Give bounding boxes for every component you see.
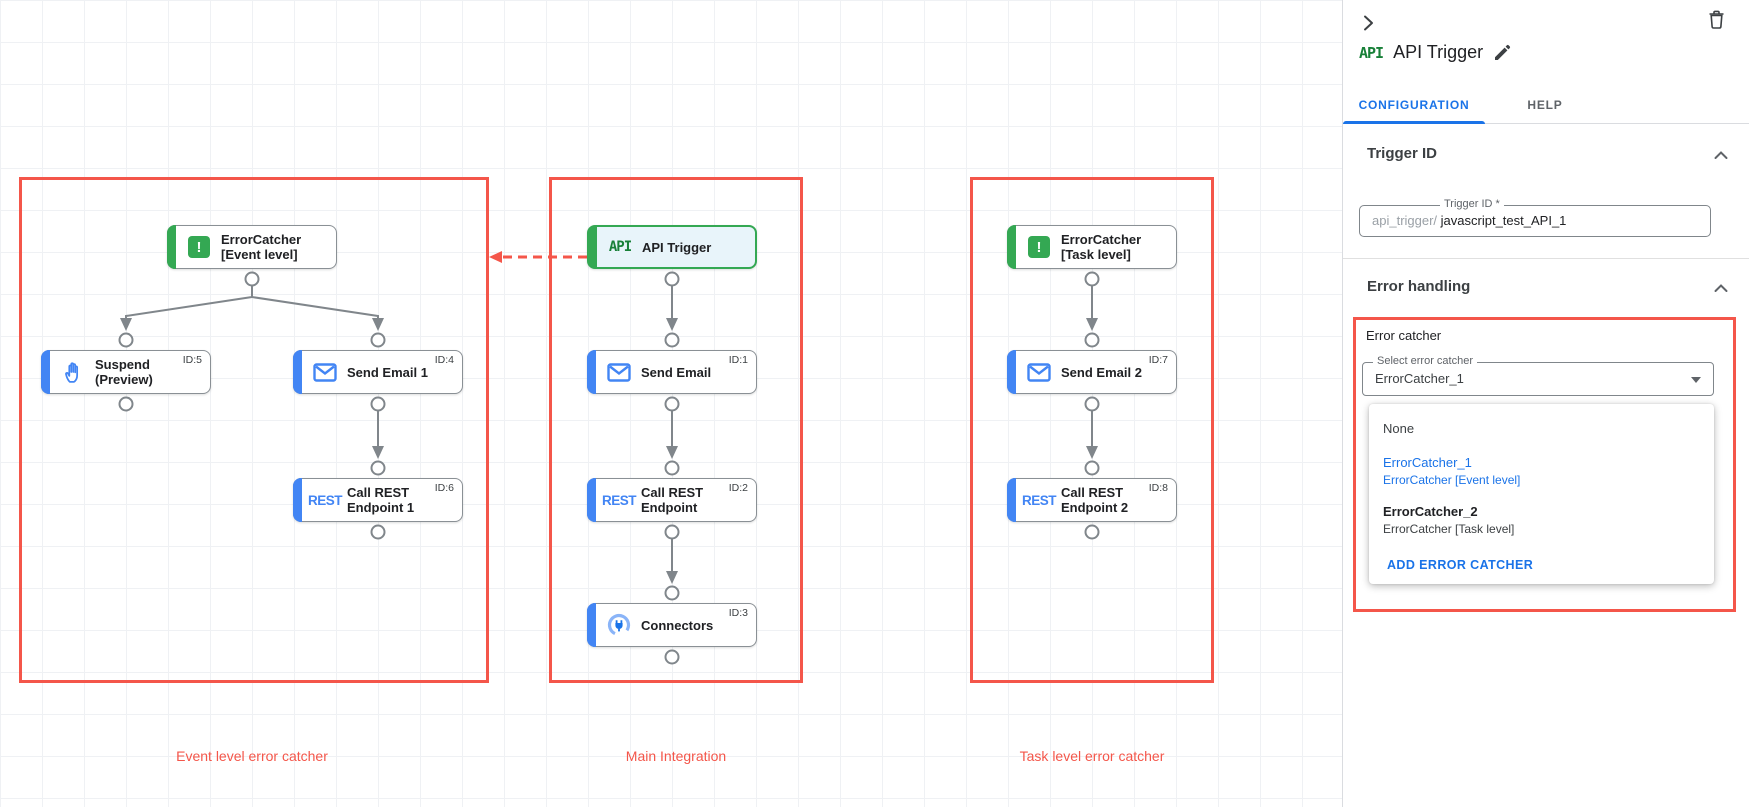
error-catcher-select-label: Select error catcher (1373, 355, 1477, 367)
node-id-badge: ID:8 (1148, 482, 1168, 494)
menu-option-errorcatcher-1[interactable]: ErrorCatcher_1 ErrorCatcher [Event level… (1383, 455, 1521, 487)
node-accent (587, 478, 596, 522)
trash-icon (1709, 10, 1724, 29)
node-id-badge: ID:2 (728, 482, 748, 494)
api-badge: API (1359, 43, 1384, 62)
delete-trigger-button[interactable] (1706, 8, 1727, 34)
email-icon (1017, 362, 1061, 382)
node-accent (167, 225, 176, 269)
node-accent (293, 478, 302, 522)
node-accent (587, 350, 596, 394)
config-panel: API API Trigger CONFIGURATION HELP Trigg… (1342, 0, 1749, 807)
section-heading-trigger-id: Trigger ID (1367, 145, 1438, 162)
menu-option-errorcatcher-2[interactable]: ErrorCatcher_2 ErrorCatcher [Task level] (1383, 504, 1515, 536)
edit-pencil-icon[interactable] (1493, 44, 1511, 62)
node-accent (293, 350, 302, 394)
error-catcher-dropdown-menu: None ErrorCatcher_1 ErrorCatcher [Event … (1369, 404, 1714, 584)
rest-icon: REST (1021, 492, 1057, 508)
node-send-email-2[interactable]: Send Email 2 ID:7 (1007, 350, 1177, 394)
panel-tabs: CONFIGURATION HELP (1343, 86, 1749, 124)
panel-title: API Trigger (1393, 42, 1484, 62)
node-accent (41, 350, 50, 394)
dropdown-caret-icon (1691, 377, 1701, 383)
workflow-canvas[interactable]: ! ErrorCatcher[Event level] Suspend(Prev… (0, 0, 1342, 807)
chevron-up-icon (1714, 151, 1728, 159)
trigger-id-value: javascript_test_API_1 (1440, 213, 1567, 228)
connectors-icon (597, 612, 641, 638)
trigger-id-prefix: api_trigger/ (1372, 213, 1438, 228)
node-accent (1007, 478, 1016, 522)
node-send-email[interactable]: Send Email ID:1 (587, 350, 757, 394)
rest-icon: REST (307, 492, 343, 508)
node-errorcatcher-event-level[interactable]: ! ErrorCatcher[Event level] (167, 225, 337, 269)
chevron-up-icon (1714, 284, 1728, 292)
error-catcher-select-value: ErrorCatcher_1 (1375, 371, 1464, 386)
node-suspend-preview[interactable]: Suspend(Preview) ID:5 (41, 350, 211, 394)
trigger-id-input-label: Trigger ID * (1440, 198, 1504, 210)
error-catcher-icon: ! (188, 236, 210, 258)
email-icon (597, 362, 641, 382)
tab-help[interactable]: HELP (1527, 97, 1563, 112)
group-label-task-level: Task level error catcher (1019, 748, 1165, 764)
hand-icon (51, 360, 95, 384)
node-connectors[interactable]: Connectors ID:3 (587, 603, 757, 647)
api-icon: API (608, 239, 632, 255)
group-box-event-level (19, 177, 489, 683)
error-catcher-annotation-box: Error catcher Select error catcher Error… (1353, 317, 1736, 612)
collapse-section-trigger-id[interactable] (1713, 148, 1729, 166)
node-id-badge: ID:7 (1148, 354, 1168, 366)
collapse-panel-button[interactable] (1355, 10, 1381, 39)
node-accent (588, 226, 597, 268)
group-label-main-integration: Main Integration (625, 748, 727, 764)
error-catcher-icon: ! (1028, 236, 1050, 258)
node-api-trigger[interactable]: API API Trigger (587, 225, 757, 269)
node-accent (1007, 350, 1016, 394)
error-catcher-label: Error catcher (1366, 328, 1442, 343)
node-send-email-1[interactable]: Send Email 1 ID:4 (293, 350, 463, 394)
node-accent (1007, 225, 1016, 269)
section-divider (1343, 258, 1749, 259)
node-id-badge: ID:3 (728, 607, 748, 619)
add-error-catcher-button[interactable]: ADD ERROR CATCHER (1387, 558, 1534, 572)
node-accent (587, 603, 596, 647)
email-icon (303, 362, 347, 382)
node-id-badge: ID:1 (728, 354, 748, 366)
menu-option-none[interactable]: None (1383, 421, 1415, 436)
group-label-event-level: Event level error catcher (176, 748, 328, 764)
node-id-badge: ID:4 (434, 354, 454, 366)
node-id-badge: ID:6 (434, 482, 454, 494)
node-errorcatcher-task-level[interactable]: ! ErrorCatcher[Task level] (1007, 225, 1177, 269)
tab-configuration[interactable]: CONFIGURATION (1343, 86, 1485, 124)
group-box-main-integration (549, 177, 803, 683)
group-box-task-level (970, 177, 1214, 683)
collapse-section-error-handling[interactable] (1713, 281, 1729, 299)
rest-icon: REST (601, 492, 637, 508)
section-heading-error-handling: Error handling (1367, 278, 1471, 295)
error-catcher-select[interactable]: Select error catcher ErrorCatcher_1 (1362, 355, 1714, 396)
chevron-right-icon (1364, 15, 1373, 31)
node-id-badge: ID:5 (182, 354, 202, 366)
trigger-id-input[interactable]: Trigger ID * api_trigger/ javascript_tes… (1359, 198, 1711, 237)
